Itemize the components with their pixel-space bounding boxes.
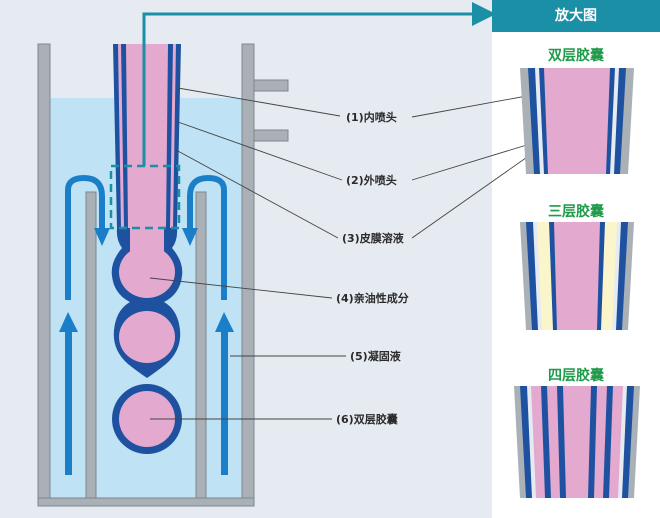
overflow-outlet-bottom bbox=[253, 129, 289, 142]
vessel-bottom bbox=[37, 497, 255, 507]
magnify-connector-line bbox=[142, 2, 496, 166]
caption-quad-layer: 四层胶囊 bbox=[548, 367, 605, 384]
magnified-double-layer bbox=[520, 68, 634, 174]
vessel-left-wall bbox=[37, 43, 51, 499]
guide-tube-right bbox=[195, 191, 207, 499]
double-capsule-core bbox=[119, 391, 175, 447]
vessel-right-wall bbox=[241, 43, 255, 499]
caption-double-layer: 双层胶囊 bbox=[548, 47, 605, 64]
caption-triple-layer: 三层胶囊 bbox=[548, 203, 605, 220]
guide-tube-left bbox=[85, 191, 97, 499]
forming-droplet-core-top bbox=[119, 246, 175, 298]
label-inner-nozzle: (1)内喷头 bbox=[346, 110, 397, 124]
flow-arrowhead-left-down bbox=[94, 228, 110, 246]
flow-arrowhead-right-down bbox=[182, 228, 198, 246]
inner-core bbox=[126, 44, 168, 228]
overflow-outlet-top bbox=[253, 79, 289, 92]
label-outer-nozzle: (2)外喷头 bbox=[346, 173, 397, 187]
label-coagulant: (5)凝固液 bbox=[350, 349, 402, 363]
label-double-capsule: (6)双层胶囊 bbox=[336, 412, 399, 426]
flow-arrow-left bbox=[65, 174, 105, 300]
flow-stream-left-up bbox=[65, 330, 72, 475]
flow-stream-right-up bbox=[221, 330, 228, 475]
flow-arrow-right bbox=[187, 174, 227, 300]
leader-lines bbox=[149, 87, 541, 420]
droplet-neck bbox=[130, 226, 164, 252]
forming-droplet-core-bottom bbox=[119, 311, 175, 363]
label-lipophilic-component: (4)亲油性成分 bbox=[336, 291, 409, 305]
magnified-triple-layer bbox=[520, 222, 634, 330]
flow-arrowhead-left-up bbox=[59, 312, 78, 332]
flow-arrowhead-right-up bbox=[215, 312, 234, 332]
magnified-quad-layer bbox=[514, 386, 640, 498]
magnified-panel-title: 放大图 bbox=[492, 0, 660, 32]
label-membrane-solution: (3)皮膜溶液 bbox=[342, 231, 405, 245]
